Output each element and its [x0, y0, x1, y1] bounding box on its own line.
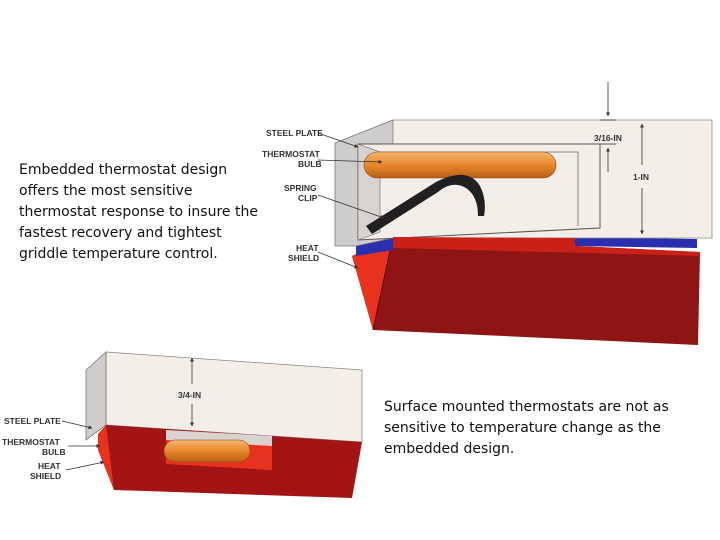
- embedded-caption: Embedded thermostat design offers the mo…: [19, 162, 258, 262]
- dim-3-16: 3/16-IN: [594, 133, 622, 143]
- heat-shield: [352, 237, 700, 345]
- spring-clip: [366, 174, 485, 234]
- heat-shield-side-2: [98, 425, 114, 490]
- label-shield: SHIELD: [288, 253, 319, 263]
- embedded-diagram: STEEL PLATE THERMOSTAT BULB SPRING CLIP …: [262, 82, 713, 345]
- blue-band-left: [356, 238, 393, 256]
- dim-3-4: 3/4-IN: [178, 390, 201, 400]
- heat-shield-side: [352, 237, 393, 330]
- blue-band-right: [575, 237, 697, 248]
- label-steel-plate-2: STEEL PLATE: [4, 416, 61, 426]
- steel-plate-side-2: [85, 351, 107, 441]
- surface-diagram: 3/4-IN STEEL PLATE THERMOSTAT BULB HEAT …: [2, 351, 363, 498]
- dim-1-in: 1-IN: [633, 172, 649, 182]
- label-spring: SPRING: [284, 183, 317, 193]
- surface-caption: Surface mounted thermostats are not as s…: [384, 399, 669, 457]
- label-bulb: BULB: [298, 159, 322, 169]
- label-thermostat-2: THERMOSTAT: [2, 437, 61, 447]
- thermostat-bulb-2: [163, 439, 251, 463]
- label-heat: HEAT: [296, 243, 319, 253]
- label-thermostat: THERMOSTAT: [262, 149, 321, 159]
- label-bulb-2: BULB: [42, 447, 66, 457]
- label-shield-2: SHIELD: [30, 471, 61, 481]
- label-steel-plate: STEEL PLATE: [266, 128, 323, 138]
- thermostat-bulb: [363, 151, 557, 179]
- label-heat-2: HEAT: [38, 461, 61, 471]
- label-clip: CLIP: [298, 193, 318, 203]
